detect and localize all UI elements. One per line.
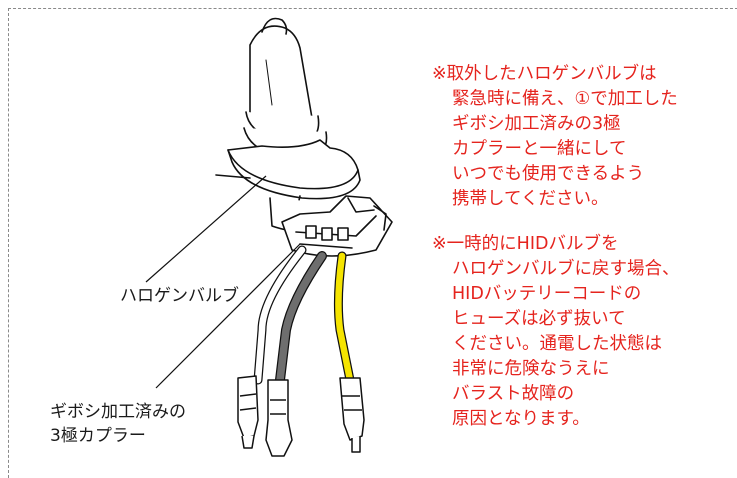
note-spare-bulb: ※取外したハロゲンバルブは 緊急時に備え、①で加工した ギボシ加工済みの3極 カ… xyxy=(432,62,678,212)
note2-line-7: バラスト故障の xyxy=(452,384,575,404)
bulb-leader-line xyxy=(145,175,267,283)
note2-line-6: 非常に危険なうえに xyxy=(452,359,610,379)
note1-line-3: ギボシ加工済みの3極 xyxy=(452,114,621,134)
bulb-tip xyxy=(261,17,288,35)
coupler-label: ギボシ加工済みの 3極カプラー xyxy=(50,400,186,448)
coupler-leader-line xyxy=(155,243,301,389)
bullet-terminal-left xyxy=(237,375,259,449)
note-fuse-warning: ※一時的にHIDバルブを ハロゲンバルブに戻す場合、 HIDバッテリーコードの … xyxy=(432,232,680,432)
note1-line-2: 緊急時に備え、①で加工した xyxy=(452,89,678,109)
dashed-frame xyxy=(8,8,737,478)
note2-line-4: ヒューズは必ず抜いて xyxy=(452,309,626,329)
coupler-label-line-1: ギボシ加工済みの xyxy=(50,402,186,422)
bullet-terminal-middle xyxy=(265,379,293,457)
note2-line-5: ください。通電した状態は xyxy=(452,334,662,354)
note2-line-1: ※一時的にHIDバルブを xyxy=(432,234,619,254)
note1-line-5: いつでも使用できるよう xyxy=(452,164,645,184)
note2-line-3: HIDバッテリーコードの xyxy=(452,284,642,304)
coupler-label-line-2: 3極カプラー xyxy=(50,426,146,446)
note2-line-8: 原因となります。 xyxy=(452,409,590,429)
note1-line-6: 携帯してください。 xyxy=(452,189,609,209)
bulb-flange xyxy=(227,139,359,190)
note1-line-1: ※取外したハロゲンバルブは xyxy=(432,64,657,84)
note1-line-4: カプラーと一緒にして xyxy=(452,139,627,159)
bulb-label: ハロゲンバルブ xyxy=(120,286,239,306)
bullet-terminal-right xyxy=(339,377,365,453)
note2-line-2: ハロゲンバルブに戻す場合、 xyxy=(452,259,680,279)
